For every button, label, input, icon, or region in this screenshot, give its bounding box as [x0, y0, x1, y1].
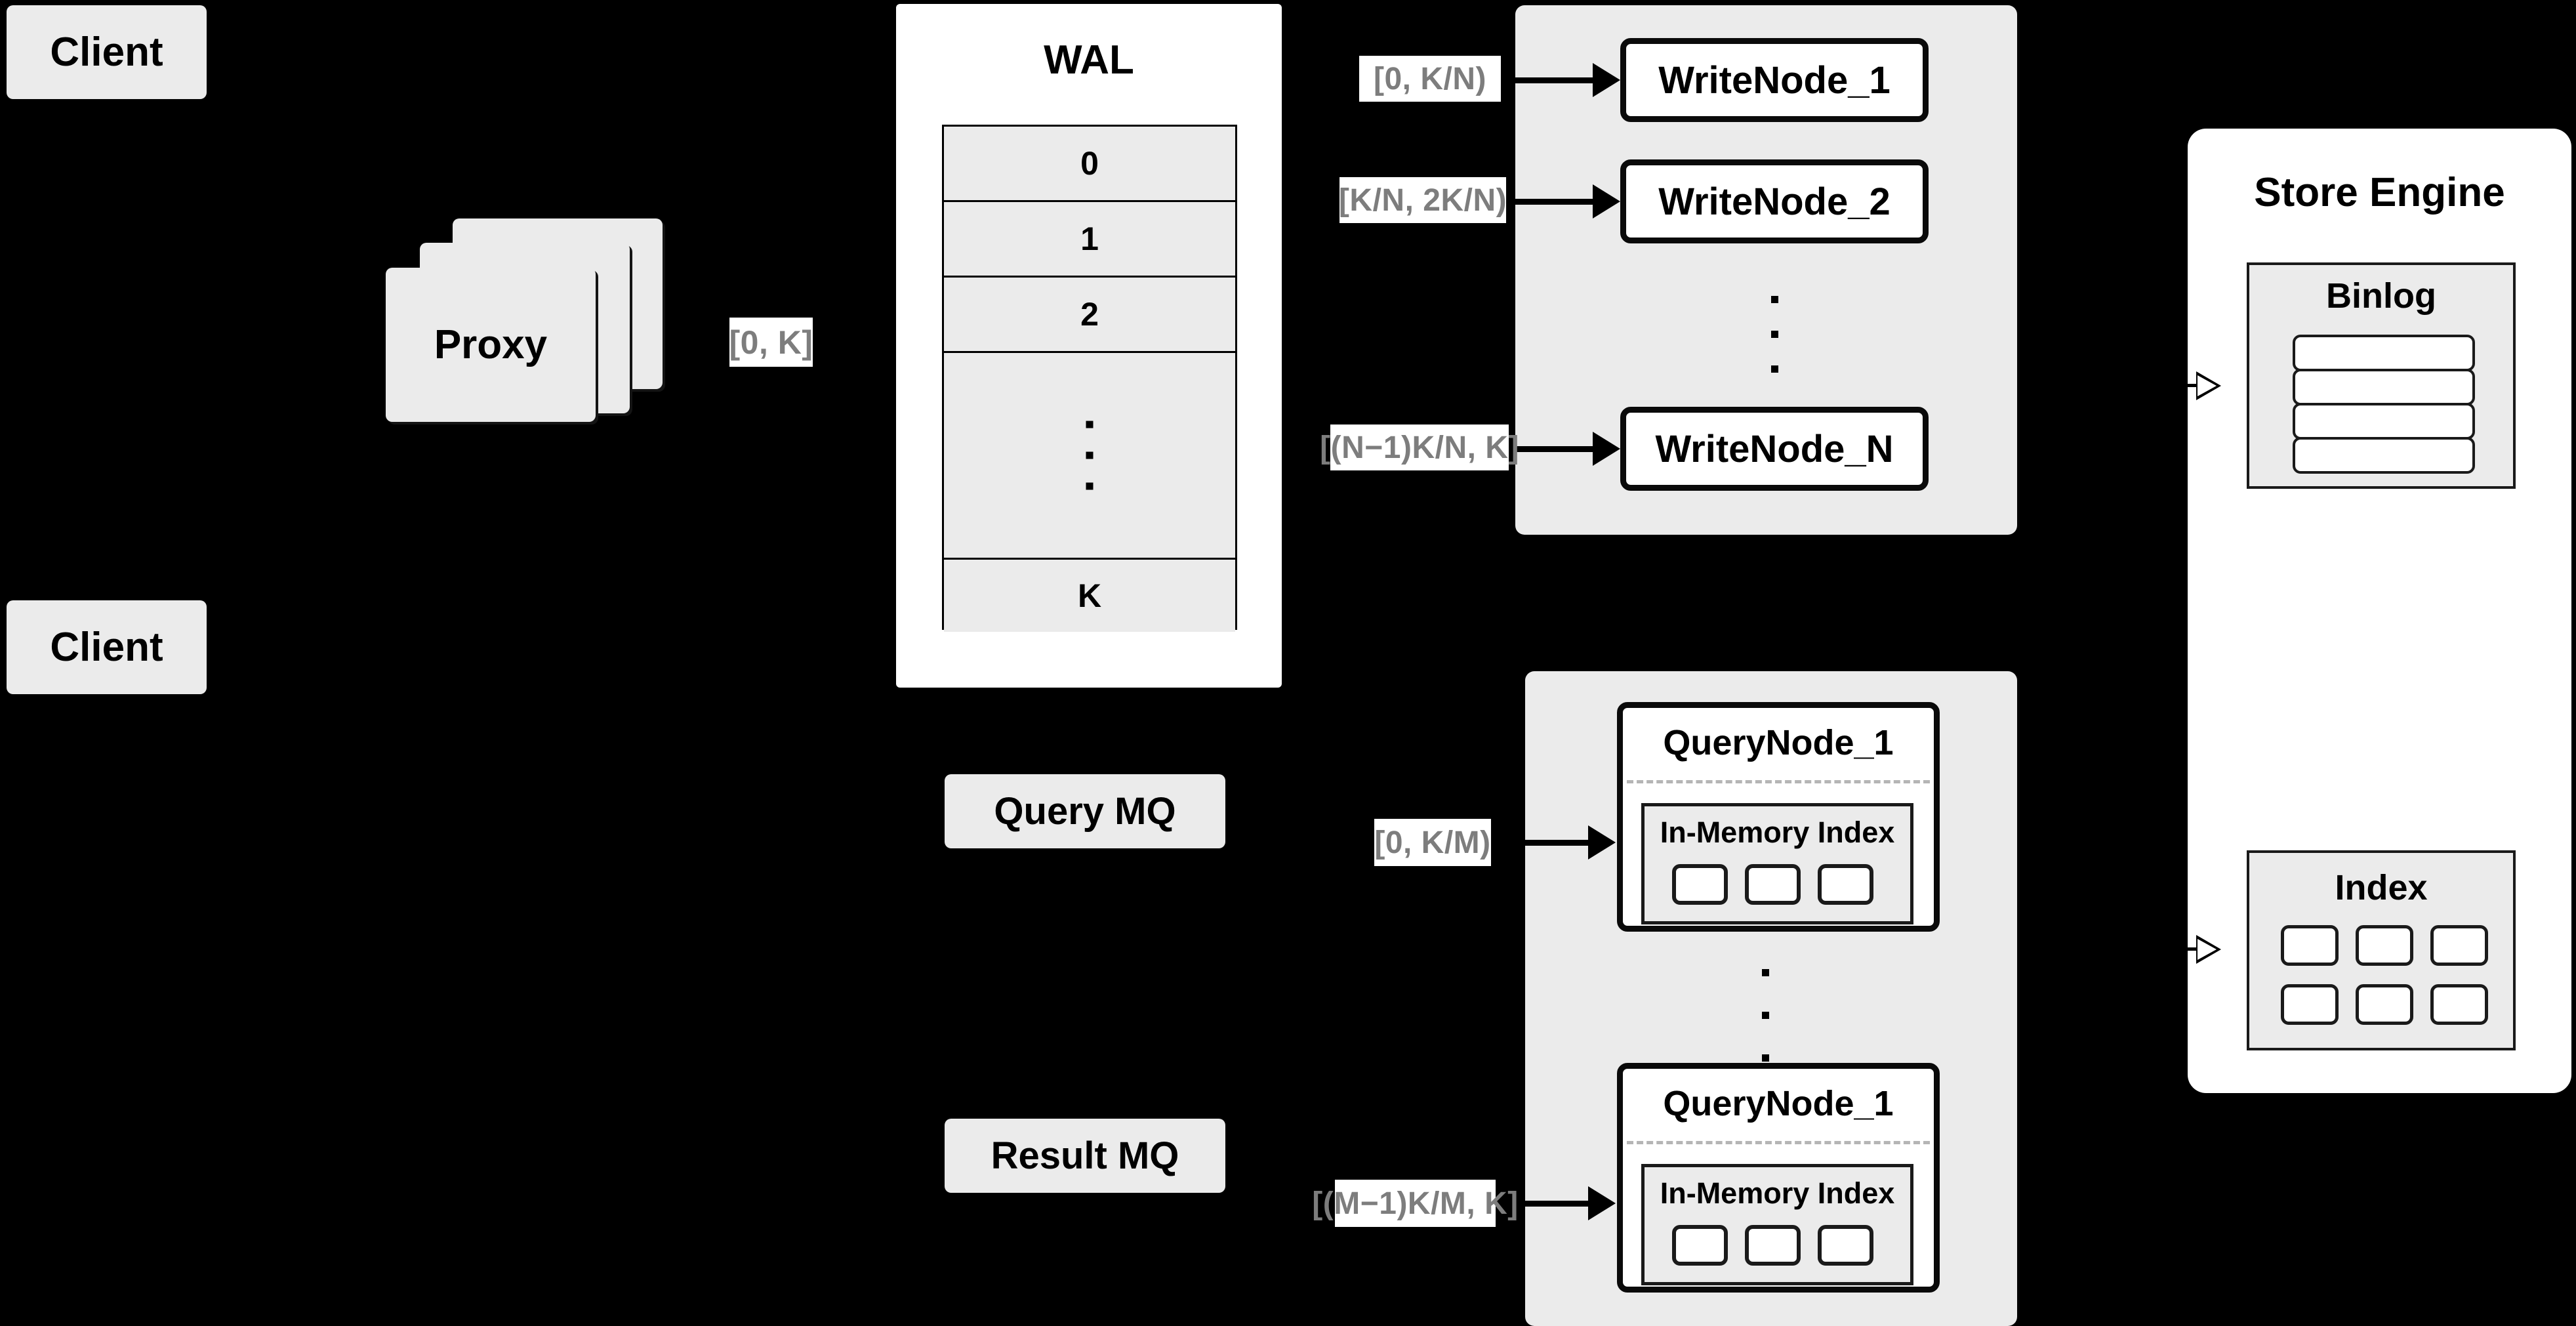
- arrow-line-write-2: [1515, 199, 1595, 205]
- index-cell-2[interactable]: [2356, 925, 2413, 966]
- in-memory-index-cell-1-3[interactable]: [1818, 864, 1873, 905]
- binlog-bar-1[interactable]: [2293, 335, 2475, 371]
- wal-title: WAL: [1044, 37, 1134, 83]
- write-node-n[interactable]: WriteNode_N: [1620, 407, 1929, 491]
- wal-row-label-1: 1: [1080, 220, 1099, 257]
- proxy-label: Proxy: [434, 322, 548, 367]
- in-memory-index-title-1: In-Memory Index: [1660, 816, 1895, 849]
- range-label-write-n: [(N−1)K/N, K]: [1320, 425, 1519, 470]
- binlog-title: Binlog: [2326, 276, 2436, 316]
- arrow-head-to-binlog: [2196, 371, 2221, 400]
- range-text-write-1: [0, K/N): [1374, 61, 1486, 96]
- query-node-2[interactable]: QueryNode_1 In-Memory Index: [1617, 1063, 1940, 1293]
- in-memory-index-cell-1-1[interactable]: [1672, 864, 1728, 905]
- client-label-2: Client: [50, 625, 163, 670]
- range-text-write-2: [K/N, 2K/N): [1338, 182, 1507, 218]
- wal-row-2[interactable]: 2: [944, 278, 1235, 353]
- wal-row-label-0: 0: [1080, 145, 1099, 182]
- range-text-query-m: [(M−1)K/M, K]: [1312, 1186, 1519, 1221]
- wal-row-k[interactable]: K: [944, 560, 1235, 632]
- client-label-1: Client: [50, 30, 163, 75]
- arrow-line-to-binlog: [2160, 384, 2199, 387]
- arrow-line-write-1: [1515, 77, 1595, 83]
- range-label-write-1: [0, K/N): [1359, 56, 1501, 102]
- store-engine-title: Store Engine: [2254, 170, 2505, 215]
- wal-table: 0 1 2 K: [942, 125, 1237, 632]
- index-title: Index: [2335, 868, 2428, 907]
- binlog-bar-4[interactable]: [2293, 437, 2475, 474]
- range-label-query-1: [0, K/M): [1374, 819, 1491, 866]
- in-memory-index-cell-2-1[interactable]: [1672, 1225, 1728, 1266]
- proxy-box[interactable]: Proxy: [386, 268, 596, 422]
- arrow-head-query-m: [1588, 1186, 1616, 1220]
- result-mq-box[interactable]: Result MQ: [945, 1119, 1225, 1193]
- arrow-line-write-n: [1515, 446, 1595, 452]
- wal-container: WAL 0 1 2 K: [896, 4, 1282, 688]
- in-memory-index-title-2: In-Memory Index: [1660, 1176, 1895, 1210]
- query-node-1-title: QueryNode_1: [1663, 723, 1894, 762]
- in-memory-index-cell-2-3[interactable]: [1818, 1225, 1873, 1266]
- arrow-head-write-2: [1593, 184, 1620, 218]
- query-node-1-separator: [1627, 780, 1930, 783]
- result-mq-label: Result MQ: [991, 1134, 1179, 1177]
- in-memory-index-cell-1-2[interactable]: [1745, 864, 1801, 905]
- index-cell-6[interactable]: [2430, 984, 2488, 1025]
- arrow-line-to-index: [2160, 947, 2199, 951]
- write-node-n-label: WriteNode_N: [1655, 427, 1894, 470]
- index-cell-4[interactable]: [2281, 984, 2339, 1025]
- write-cluster-vertical-ellipsis-icon: [1771, 282, 1778, 386]
- range-text-proxy-to-wal: [0, K]: [729, 323, 813, 361]
- range-text-write-n: [(N−1)K/N, K]: [1320, 430, 1519, 465]
- client-box-1[interactable]: Client: [7, 5, 207, 99]
- arrow-head-write-n: [1593, 432, 1620, 466]
- query-node-1[interactable]: QueryNode_1 In-Memory Index: [1617, 702, 1940, 932]
- wal-row-ellipsis: [944, 353, 1235, 560]
- index-box: Index: [2247, 850, 2516, 1050]
- binlog-box: Binlog: [2247, 262, 2516, 489]
- store-engine-container: Store Engine Binlog Index: [2188, 129, 2571, 1093]
- write-node-2-label: WriteNode_2: [1658, 180, 1891, 223]
- query-mq-box[interactable]: Query MQ: [945, 774, 1225, 848]
- write-node-2[interactable]: WriteNode_2: [1620, 159, 1929, 243]
- wal-row-0[interactable]: 0: [944, 127, 1235, 202]
- range-label-write-2: [K/N, 2K/N): [1338, 177, 1507, 223]
- client-box-2[interactable]: Client: [7, 600, 207, 694]
- arrow-head-to-index: [2196, 935, 2221, 964]
- query-node-2-title: QueryNode_1: [1663, 1084, 1894, 1123]
- query-cluster-vertical-ellipsis-icon: [1762, 951, 1769, 1079]
- in-memory-index-cell-2-2[interactable]: [1745, 1225, 1801, 1266]
- write-node-1-label: WriteNode_1: [1658, 58, 1891, 102]
- index-cell-1[interactable]: [2281, 925, 2339, 966]
- query-node-2-separator: [1627, 1141, 1930, 1144]
- in-memory-index-box-1: In-Memory Index: [1641, 803, 1913, 924]
- index-cell-5[interactable]: [2356, 984, 2413, 1025]
- arrow-line-query-1: [1525, 840, 1591, 846]
- range-label-query-m: [(M−1)K/M, K]: [1312, 1180, 1518, 1227]
- binlog-bar-3[interactable]: [2293, 403, 2475, 440]
- arrow-head-query-1: [1588, 825, 1616, 860]
- wal-vertical-ellipsis-icon: [1086, 409, 1094, 502]
- wal-row-1[interactable]: 1: [944, 202, 1235, 278]
- arrow-line-query-m: [1525, 1201, 1591, 1207]
- range-text-query-1: [0, K/M): [1374, 825, 1491, 860]
- range-label-proxy-to-wal: [0, K]: [729, 318, 813, 367]
- query-mq-label: Query MQ: [994, 790, 1176, 833]
- binlog-bar-2[interactable]: [2293, 369, 2475, 405]
- wal-row-label-k: K: [1077, 577, 1102, 614]
- wal-row-label-2: 2: [1080, 296, 1099, 333]
- in-memory-index-box-2: In-Memory Index: [1641, 1164, 1913, 1285]
- arrow-head-write-1: [1593, 63, 1620, 97]
- write-node-1[interactable]: WriteNode_1: [1620, 38, 1929, 122]
- index-cell-3[interactable]: [2430, 925, 2488, 966]
